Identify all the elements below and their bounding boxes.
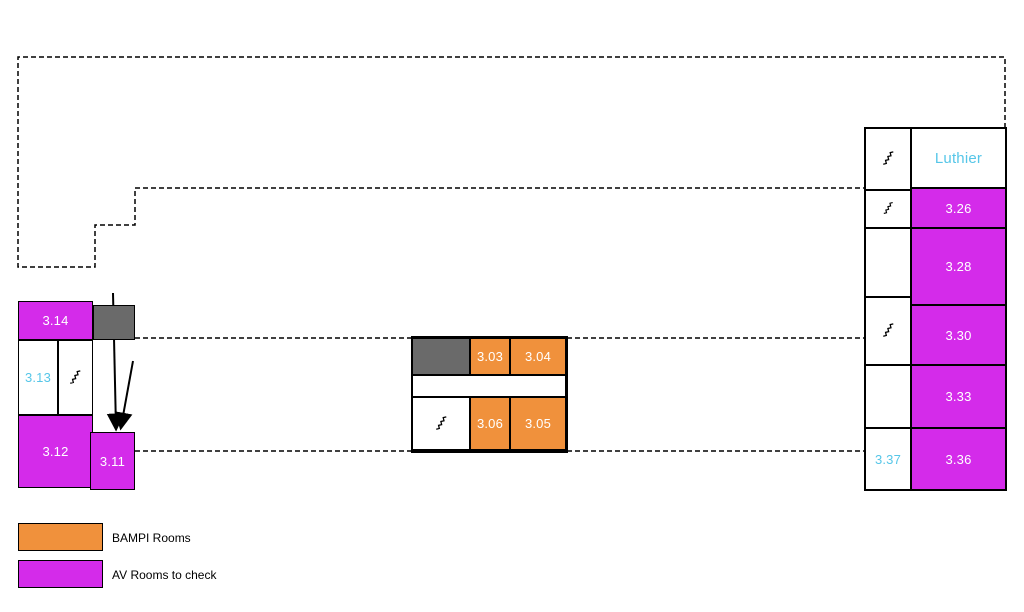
room-3-33-label: 3.33 bbox=[945, 389, 972, 404]
middle-corridor-strip bbox=[412, 375, 566, 397]
room-luthier: Luthier bbox=[911, 128, 1006, 188]
stairs-icon bbox=[877, 147, 898, 171]
legend-swatch-bampi bbox=[18, 523, 103, 551]
room-3-36: 3.36 bbox=[911, 428, 1006, 490]
room-3-04: 3.04 bbox=[510, 338, 566, 375]
legend-label-av: AV Rooms to check bbox=[112, 568, 217, 582]
room-luthier-label: Luthier bbox=[934, 149, 983, 167]
gray-core-block-middle bbox=[412, 338, 470, 375]
room-3-12-label: 3.12 bbox=[42, 444, 69, 459]
stairs-icon bbox=[879, 198, 898, 219]
room-3-36-label: 3.36 bbox=[945, 451, 972, 467]
room-3-28: 3.28 bbox=[911, 228, 1006, 305]
room-3-33: 3.33 bbox=[911, 365, 1006, 428]
room-3-06: 3.06 bbox=[470, 397, 510, 450]
legend-label-bampi: BAMPI Rooms bbox=[112, 531, 191, 545]
room-3-03-label: 3.03 bbox=[476, 349, 504, 364]
room-3-11-label: 3.11 bbox=[99, 453, 126, 469]
stairs-icon bbox=[65, 366, 86, 390]
room-3-37: 3.37 bbox=[865, 428, 911, 490]
room-3-26-label: 3.26 bbox=[945, 200, 972, 216]
stairs-icon bbox=[430, 412, 451, 436]
service-cell-right-1 bbox=[865, 228, 911, 297]
building-perimeter-dashed bbox=[17, 56, 1006, 268]
room-3-04-label: 3.04 bbox=[524, 349, 552, 364]
room-3-12: 3.12 bbox=[18, 415, 93, 488]
room-3-13-label: 3.13 bbox=[24, 370, 52, 385]
room-3-13: 3.13 bbox=[18, 340, 58, 415]
room-3-37-label: 3.37 bbox=[874, 451, 902, 467]
room-3-06-label: 3.06 bbox=[476, 416, 504, 431]
stair-cell-right-1 bbox=[865, 128, 911, 190]
room-3-26: 3.26 bbox=[911, 188, 1006, 228]
legend-swatch-av bbox=[18, 560, 103, 588]
room-3-05-label: 3.05 bbox=[524, 416, 552, 431]
stair-cell-right-3 bbox=[865, 297, 911, 365]
stairs-icon bbox=[877, 319, 898, 343]
room-3-30: 3.30 bbox=[911, 305, 1006, 365]
room-3-30-label: 3.30 bbox=[945, 327, 972, 343]
room-3-14-label: 3.14 bbox=[42, 313, 69, 328]
room-3-28-label: 3.28 bbox=[945, 259, 972, 274]
gray-core-block-left bbox=[93, 305, 135, 340]
room-3-03: 3.03 bbox=[470, 338, 510, 375]
stair-cell-left bbox=[58, 340, 93, 415]
service-cell-right-2 bbox=[865, 365, 911, 428]
room-3-11: 3.11 bbox=[90, 432, 135, 490]
stair-cell-middle bbox=[412, 397, 470, 450]
room-3-05: 3.05 bbox=[510, 397, 566, 450]
stair-cell-right-2 bbox=[865, 190, 911, 228]
room-3-14: 3.14 bbox=[18, 301, 93, 340]
